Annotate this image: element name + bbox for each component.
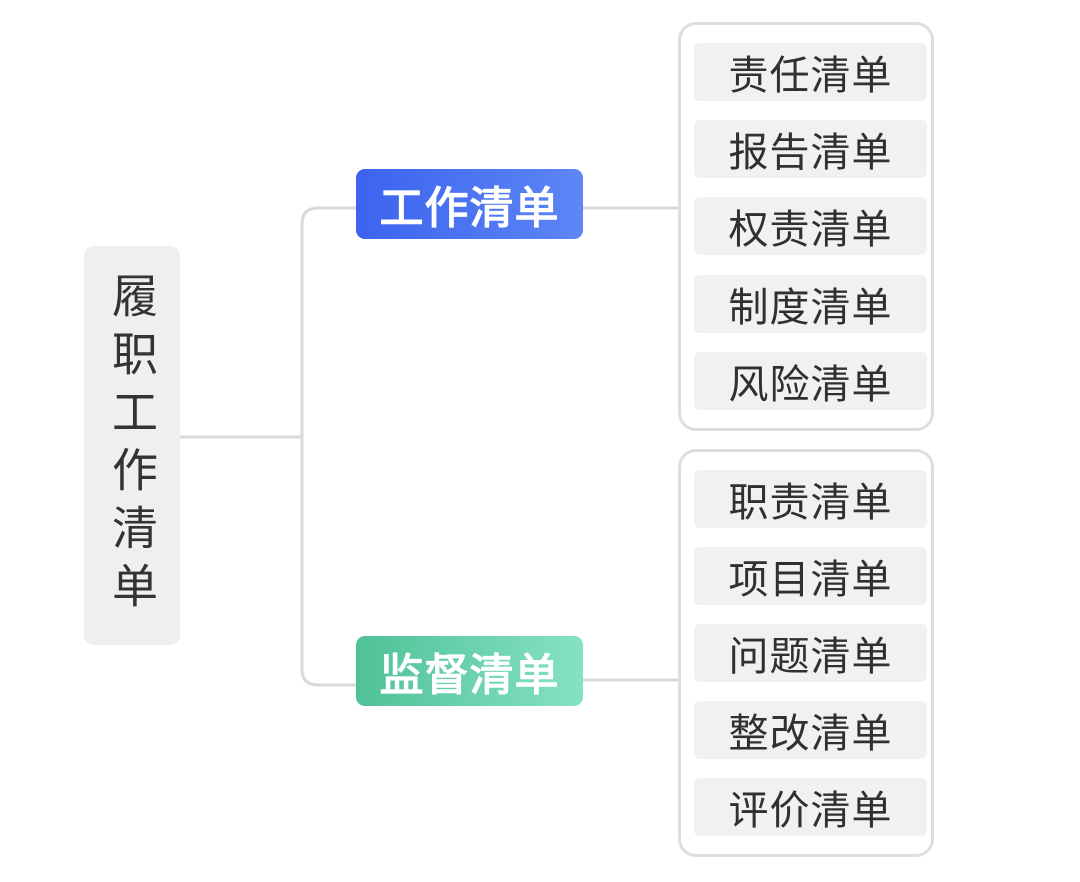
branch-node-label: 工作清单 xyxy=(379,183,560,234)
supervision-list-items-group: 职责清单 项目清单 问题清单 整改清单 评价清单 xyxy=(678,449,934,857)
root-node-label: 履职工作清单 xyxy=(105,271,159,620)
branch-node-work-list: 工作清单 xyxy=(356,169,583,239)
leaf-node-responsibility-list: 责任清单 xyxy=(694,43,927,101)
leaf-node-project-list: 项目清单 xyxy=(694,547,927,605)
leaf-node-authority-list: 权责清单 xyxy=(694,197,927,255)
leaf-node-duty-list: 职责清单 xyxy=(694,470,927,528)
leaf-node-rectification-list: 整改清单 xyxy=(694,701,927,759)
leaf-node-evaluation-list: 评价清单 xyxy=(694,778,927,836)
leaf-node-risk-list: 风险清单 xyxy=(694,352,927,410)
root-node: 履职工作清单 xyxy=(84,246,180,645)
branch-node-supervision-list: 监督清单 xyxy=(356,636,583,706)
leaf-node-report-list: 报告清单 xyxy=(694,120,927,178)
leaf-node-system-list: 制度清单 xyxy=(694,275,927,333)
work-list-items-group: 责任清单 报告清单 权责清单 制度清单 风险清单 xyxy=(678,22,934,431)
branch-node-label: 监督清单 xyxy=(379,650,560,701)
trunk-connector xyxy=(300,206,320,687)
leaf-node-problem-list: 问题清单 xyxy=(694,624,927,682)
